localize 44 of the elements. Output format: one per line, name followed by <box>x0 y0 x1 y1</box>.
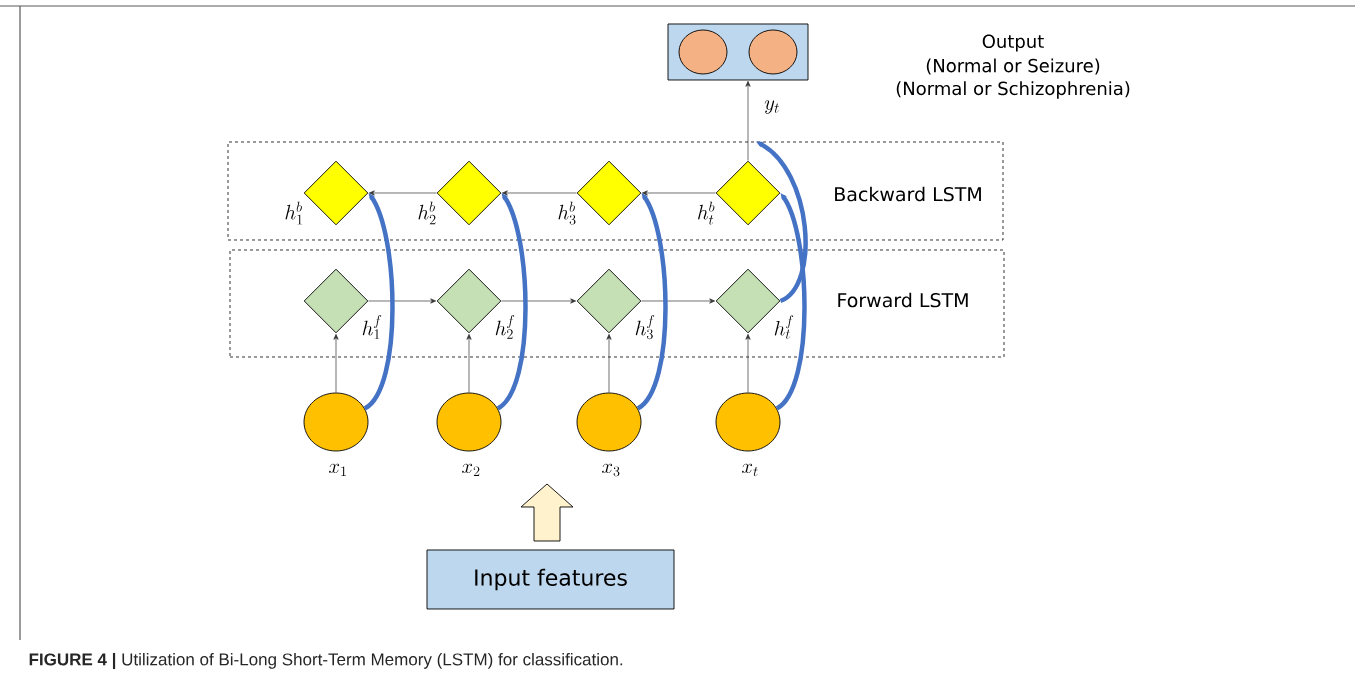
cell-diamond <box>436 160 502 226</box>
variable-label: $x_3$ <box>602 463 620 477</box>
arrow <box>369 190 437 196</box>
arrow <box>501 298 576 304</box>
arrow <box>642 190 716 196</box>
output-circle <box>748 29 798 75</box>
input-circle <box>303 392 369 452</box>
variable-label: $h_3^b$ <box>558 201 576 225</box>
input-circle <box>715 392 781 452</box>
input-circle <box>436 392 502 452</box>
output-label: (Normal or Seizure) <box>926 58 1100 75</box>
variable-label: $h_1^f$ <box>362 315 382 339</box>
variable-label: $h_2^b$ <box>418 201 436 225</box>
arrow <box>606 334 612 393</box>
caption: FIGURE 4 | Utilization of Bi-Long Short-Term Memory (LSTM) for classification. <box>29 652 623 670</box>
edge-label: $y_t$ <box>764 100 779 114</box>
input-box: Input features <box>426 549 675 610</box>
variable-label: $x_1$ <box>329 463 346 476</box>
output-label: Output <box>982 34 1044 52</box>
curved-arrow <box>756 141 808 303</box>
cell-diamond <box>715 160 781 226</box>
variable-label: $x_2$ <box>462 463 480 476</box>
arrow <box>745 81 751 161</box>
arrow <box>466 334 472 393</box>
variable-label: $h_2^f$ <box>495 315 515 339</box>
curved-arrow <box>775 193 807 411</box>
variable-label: $x_t$ <box>742 463 758 477</box>
curved-arrow <box>636 193 668 411</box>
cell-diamond <box>303 160 369 226</box>
curved-arrow <box>496 193 528 411</box>
cell-diamond <box>576 160 642 226</box>
output-circle <box>678 29 728 75</box>
arrow <box>502 190 577 196</box>
variable-label: $h_t^b$ <box>698 201 715 225</box>
arrow <box>745 334 751 393</box>
arrow <box>333 334 339 393</box>
arrow <box>368 298 437 304</box>
input-circle <box>576 392 642 452</box>
curved-arrow <box>363 193 395 411</box>
arrow <box>641 298 715 304</box>
output-label: (Normal or Schizophrenia) <box>896 81 1130 99</box>
variable-label: $h_3^f$ <box>635 315 655 340</box>
variable-label: $h_1^b$ <box>285 201 302 225</box>
variable-label: $h_t^f$ <box>774 315 794 339</box>
